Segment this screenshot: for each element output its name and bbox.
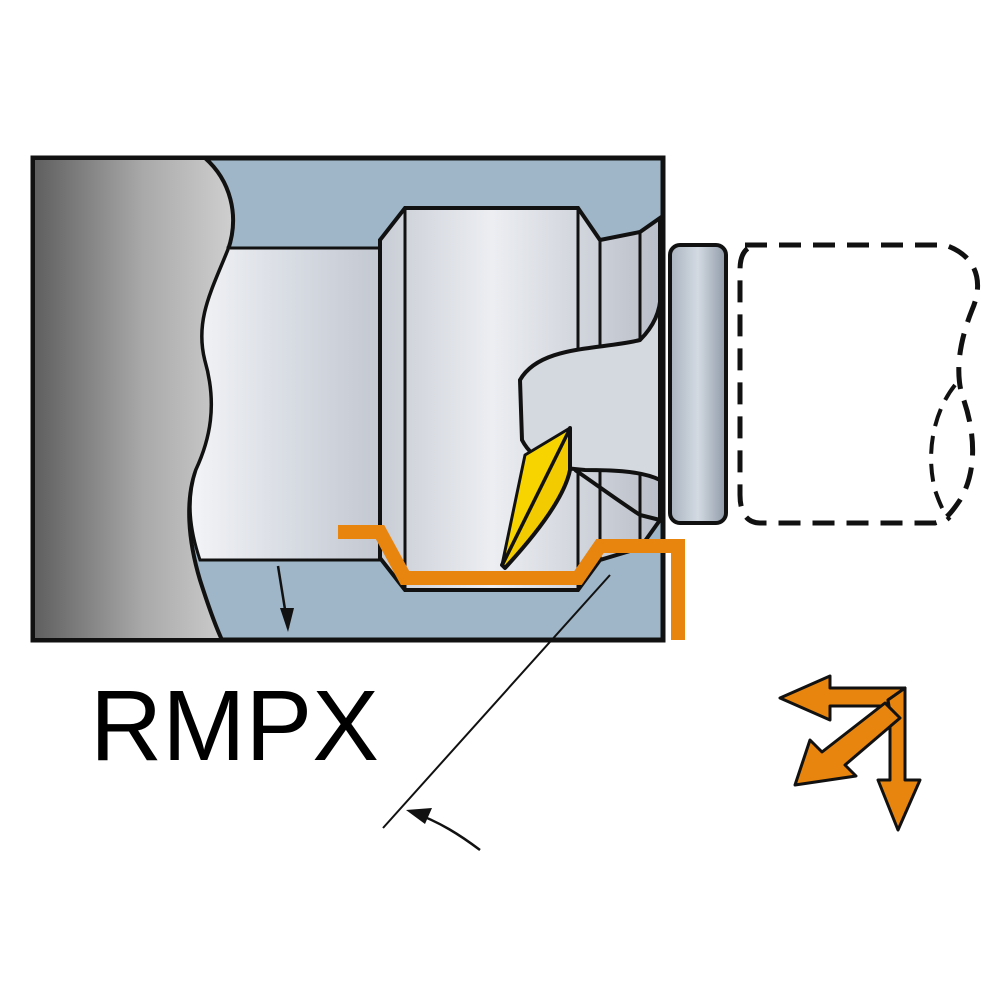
machined-profile [338, 525, 685, 640]
cutting-insert-face [500, 426, 572, 567]
bore-cavity [188, 246, 382, 562]
tool-label: RMPX [90, 670, 379, 782]
depth-arrow-head [280, 608, 294, 632]
leader-curved-arrow-head [406, 808, 432, 824]
adapter-inner-curve [929, 383, 957, 522]
pocket-curve [573, 468, 661, 522]
adapter-dashed-outline [737, 242, 981, 526]
clamp-plate [668, 243, 728, 525]
leader-line [382, 574, 611, 829]
feed-direction-arrows-icon [778, 674, 922, 832]
